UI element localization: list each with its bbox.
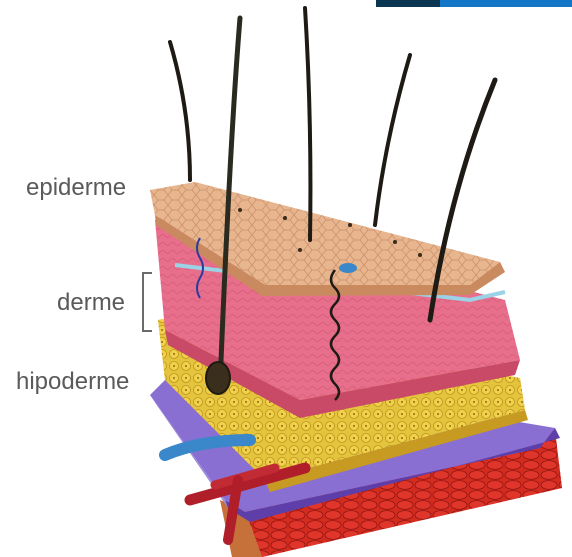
dermis-bracket — [142, 272, 152, 332]
label-epidermis: epiderme — [26, 176, 126, 200]
label-dermis: derme — [57, 291, 125, 315]
label-hypodermis: hipoderme — [16, 370, 129, 394]
